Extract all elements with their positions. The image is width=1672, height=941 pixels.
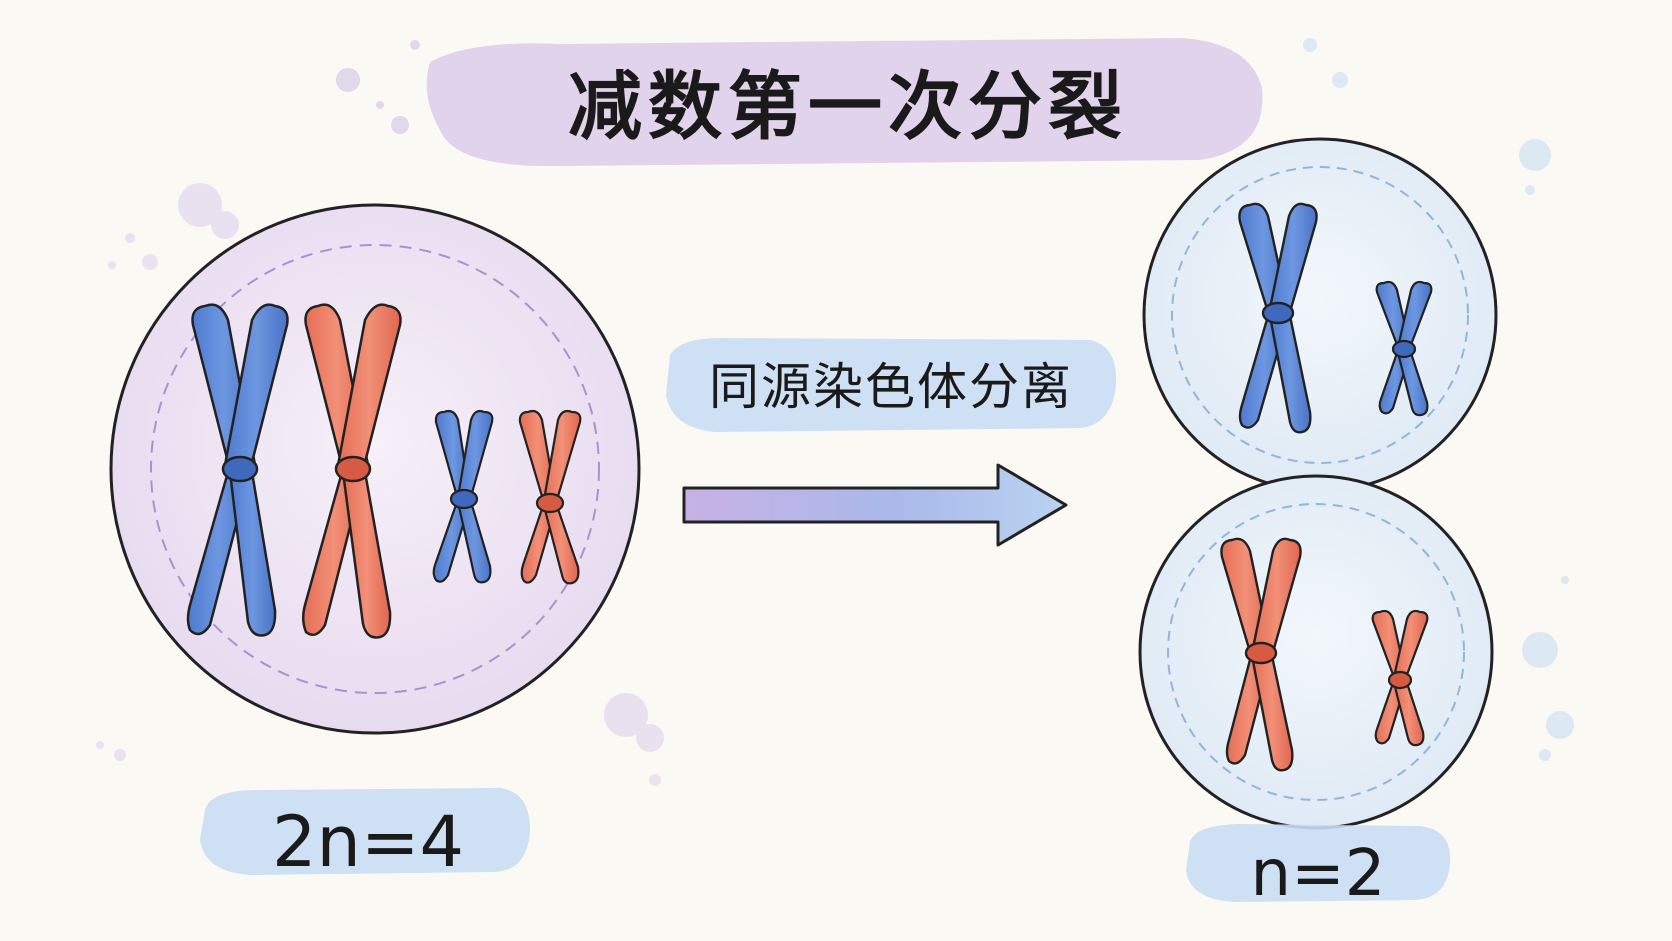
parent-ploidy-label: 2n=4	[272, 801, 464, 883]
centromere	[221, 455, 259, 483]
daughter-cell-paternal	[1138, 474, 1494, 830]
centromere	[1387, 670, 1413, 690]
daughter-cell-maternal	[1142, 137, 1498, 493]
parent-ploidy-badge: 2n=4	[200, 788, 530, 883]
daughter-ploidy-badge: n=2	[1186, 824, 1451, 911]
daughter-nucleus-outline	[1171, 166, 1469, 464]
centromere	[1261, 301, 1295, 325]
chromosome-large-maternal	[1238, 202, 1318, 434]
chromosome-small-maternal	[1375, 280, 1433, 417]
arrow-label-badge: 同源染色体分离	[666, 338, 1117, 432]
process-arrow	[682, 463, 1068, 547]
parent-nucleus-outline	[150, 244, 600, 694]
centromere	[334, 455, 372, 483]
decorative-speckles	[96, 38, 1574, 786]
chromosome-large-paternal	[1220, 537, 1302, 772]
daughter-ploidy-label: n=2	[1251, 837, 1386, 911]
chromosome-small-paternal	[1371, 609, 1429, 747]
centromere	[449, 488, 479, 510]
parent-cell	[109, 203, 641, 735]
arrow-label: 同源染色体分离	[709, 358, 1073, 416]
centromere	[1244, 641, 1278, 665]
title-banner: 减数第一次分裂	[426, 38, 1263, 167]
centromere	[1391, 339, 1417, 359]
chromosome-small-paternal	[518, 409, 582, 585]
chromosome-large-maternal	[186, 303, 289, 637]
daughter-nucleus-outline	[1167, 503, 1465, 801]
title: 减数第一次分裂	[568, 64, 1128, 150]
centromere	[535, 492, 565, 514]
chromosome-large-paternal	[302, 303, 402, 639]
chromosome-small-maternal	[432, 409, 494, 584]
